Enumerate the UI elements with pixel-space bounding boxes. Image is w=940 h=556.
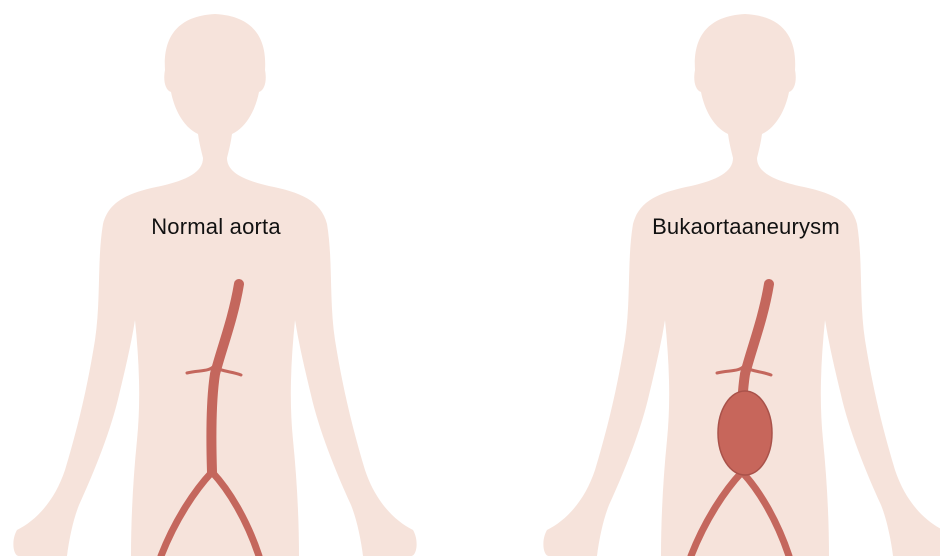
label-normal-aorta: Normal aorta	[96, 214, 336, 240]
aneurysm-bulge	[718, 391, 772, 475]
label-abdominal-aortic-aneurysm: Bukaortaaneurysm	[626, 214, 866, 240]
figure-normal	[13, 14, 416, 556]
figure-aneurysm	[543, 14, 940, 556]
